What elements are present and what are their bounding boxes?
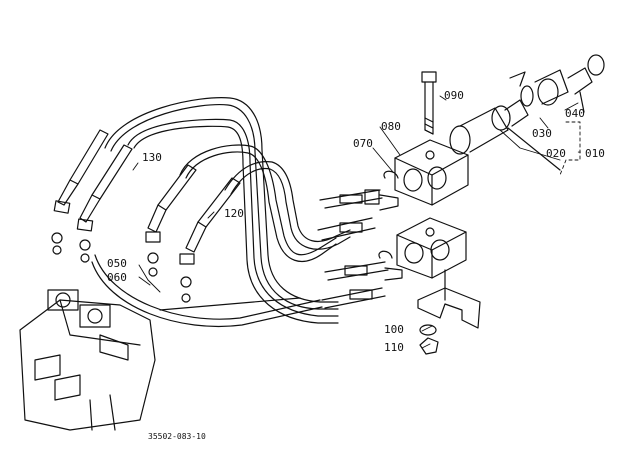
mounting-bracket [417,269,481,355]
clamp-block-upper [394,139,469,206]
valve-body [19,289,156,431]
hose-end-fittings [51,129,241,303]
label-030: 030 [532,127,552,140]
pipe-fittings-lower [321,250,403,309]
label-010: 010 [585,147,605,160]
label-050: 050 [107,257,127,270]
drawing-code: 35502-083-10 [148,432,206,441]
label-100: 100 [384,323,404,336]
quick-couplers [449,54,605,171]
label-060: 060 [107,271,127,284]
label-070: 070 [353,137,373,150]
bolt [421,71,437,135]
leader-lines [132,95,581,349]
label-120: 120 [224,207,244,220]
clamp-block-lower [396,217,467,279]
label-110: 110 [384,341,404,354]
label-dash: - [576,145,583,158]
label-040: 040 [565,107,585,120]
label-020: 020 [546,147,566,160]
label-130: 130 [142,151,162,164]
hose-lines [91,97,351,328]
pipe-fittings-upper [317,170,399,241]
label-090: 090 [444,89,464,102]
label-080: 080 [381,120,401,133]
